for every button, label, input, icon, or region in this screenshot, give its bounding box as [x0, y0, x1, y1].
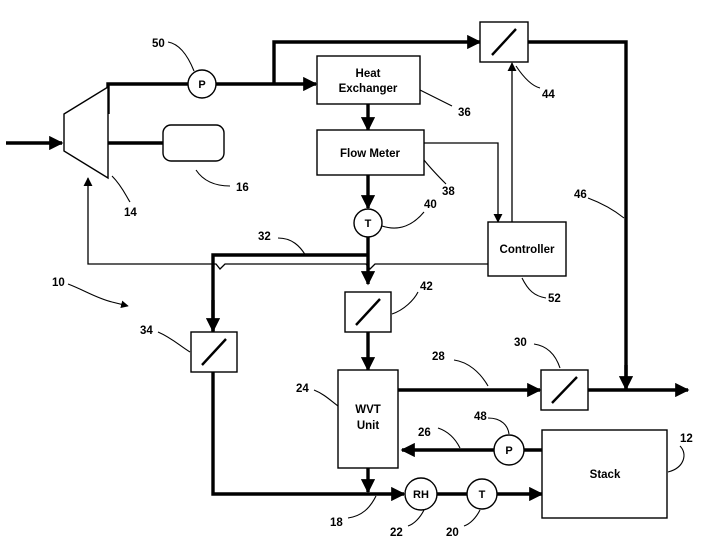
- heat-exchanger: [316, 55, 421, 105]
- ref-16: 16: [236, 182, 249, 194]
- leader-24: [313, 389, 339, 407]
- stack: [541, 429, 668, 519]
- leader-40: [381, 211, 425, 229]
- compressor: [63, 85, 109, 180]
- line-18: [211, 372, 406, 502]
- ref-32: 32: [258, 231, 271, 243]
- valve-34-slash: [201, 338, 227, 366]
- pressure-sensor-50: [187, 69, 217, 99]
- humidity-sensor-22-label: RH: [413, 489, 429, 501]
- ref-20: 20: [446, 527, 459, 539]
- ref-28: 28: [432, 351, 445, 363]
- reference-numerals: 50 36 44 14 16 38 40 46 32 10 42 52 34 2…: [52, 38, 693, 539]
- flowmeter-signal-line: [424, 142, 503, 223]
- ref-50: 50: [152, 38, 165, 50]
- leader-30: [533, 343, 561, 369]
- leader-10-arrow: [111, 300, 129, 309]
- leader-14: [111, 175, 131, 203]
- leader-38: [423, 159, 447, 185]
- ref-26: 26: [418, 427, 431, 439]
- valve-30-slash: [551, 376, 578, 404]
- pressure-sensor-48: [493, 434, 525, 466]
- line-46: [528, 40, 628, 390]
- controller: [487, 221, 567, 277]
- pressure-sensor-48-label: P: [505, 445, 512, 457]
- ref-36: 36: [458, 107, 471, 119]
- heat-exchanger-label-line2: Exchanger: [339, 83, 398, 95]
- flow-lines: [6, 34, 690, 502]
- leader-22: [407, 509, 425, 527]
- leader-52: [521, 277, 547, 299]
- leader-18: [347, 495, 377, 519]
- heat-exchanger-label-line1: Heat: [356, 68, 381, 80]
- stack-label: Stack: [590, 469, 621, 481]
- wvt-unit-label-line2: Unit: [357, 420, 380, 432]
- flow-meter-label: Flow Meter: [340, 148, 401, 160]
- leader-lines: [67, 41, 685, 527]
- humidity-sensor-22: [404, 477, 438, 511]
- ref-22: 22: [390, 527, 403, 539]
- leader-26: [437, 427, 461, 449]
- valve-44-slash: [491, 28, 517, 56]
- ref-12: 12: [680, 433, 693, 445]
- bypass-line-to-valve-44: [272, 34, 482, 84]
- ref-52: 52: [548, 293, 561, 305]
- flow-meter: [316, 129, 425, 176]
- leader-12: [667, 445, 685, 473]
- ref-18: 18: [330, 517, 343, 529]
- temperature-sensor-20: [466, 478, 498, 510]
- signal-lines: [83, 62, 517, 270]
- leader-20: [463, 509, 481, 527]
- ref-24: 24: [296, 383, 309, 395]
- temperature-sensor-40: [353, 208, 383, 238]
- leader-48: [487, 417, 510, 435]
- leader-32: [277, 237, 307, 257]
- pressure-sensor-50-label: P: [198, 79, 205, 91]
- ref-34: 34: [140, 325, 153, 337]
- wvt-unit-label-line1: WVT: [355, 404, 381, 416]
- leader-42: [391, 291, 419, 315]
- motor: [162, 124, 225, 162]
- ref-14: 14: [124, 207, 137, 219]
- leader-34: [157, 331, 191, 353]
- ref-42: 42: [420, 281, 433, 293]
- controller-to-compressor-signal: [83, 177, 488, 270]
- ref-46: 46: [574, 189, 587, 201]
- ref-44: 44: [542, 89, 555, 101]
- leader-46: [587, 197, 625, 219]
- temperature-sensor-40-label: T: [365, 218, 372, 230]
- ref-30: 30: [514, 337, 527, 349]
- compressor-outlet-line: [106, 82, 188, 114]
- leader-16: [195, 169, 231, 187]
- leader-28: [453, 359, 489, 387]
- valve-42-slash: [355, 298, 381, 326]
- ref-38: 38: [442, 186, 455, 198]
- temperature-sensor-20-label: T: [479, 489, 486, 501]
- wvt-unit: [337, 369, 399, 469]
- ref-48: 48: [474, 411, 487, 423]
- ref-40: 40: [424, 199, 437, 211]
- leader-44: [515, 65, 541, 89]
- leader-10: [67, 283, 113, 303]
- leader-50: [167, 41, 195, 72]
- controller-label: Controller: [500, 244, 555, 256]
- leader-36: [419, 89, 453, 107]
- ref-10: 10: [52, 277, 65, 289]
